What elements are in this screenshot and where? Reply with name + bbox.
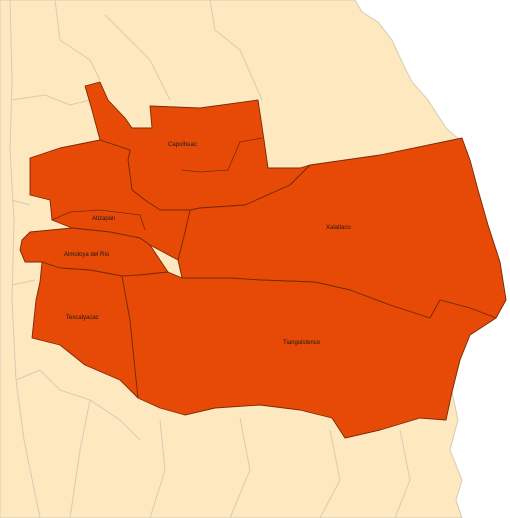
municipality-group [19, 81, 507, 439]
background-borders [9, 0, 411, 518]
region-texcalyacac[interactable] [31, 261, 139, 399]
region-tianguistenco[interactable] [121, 271, 497, 439]
